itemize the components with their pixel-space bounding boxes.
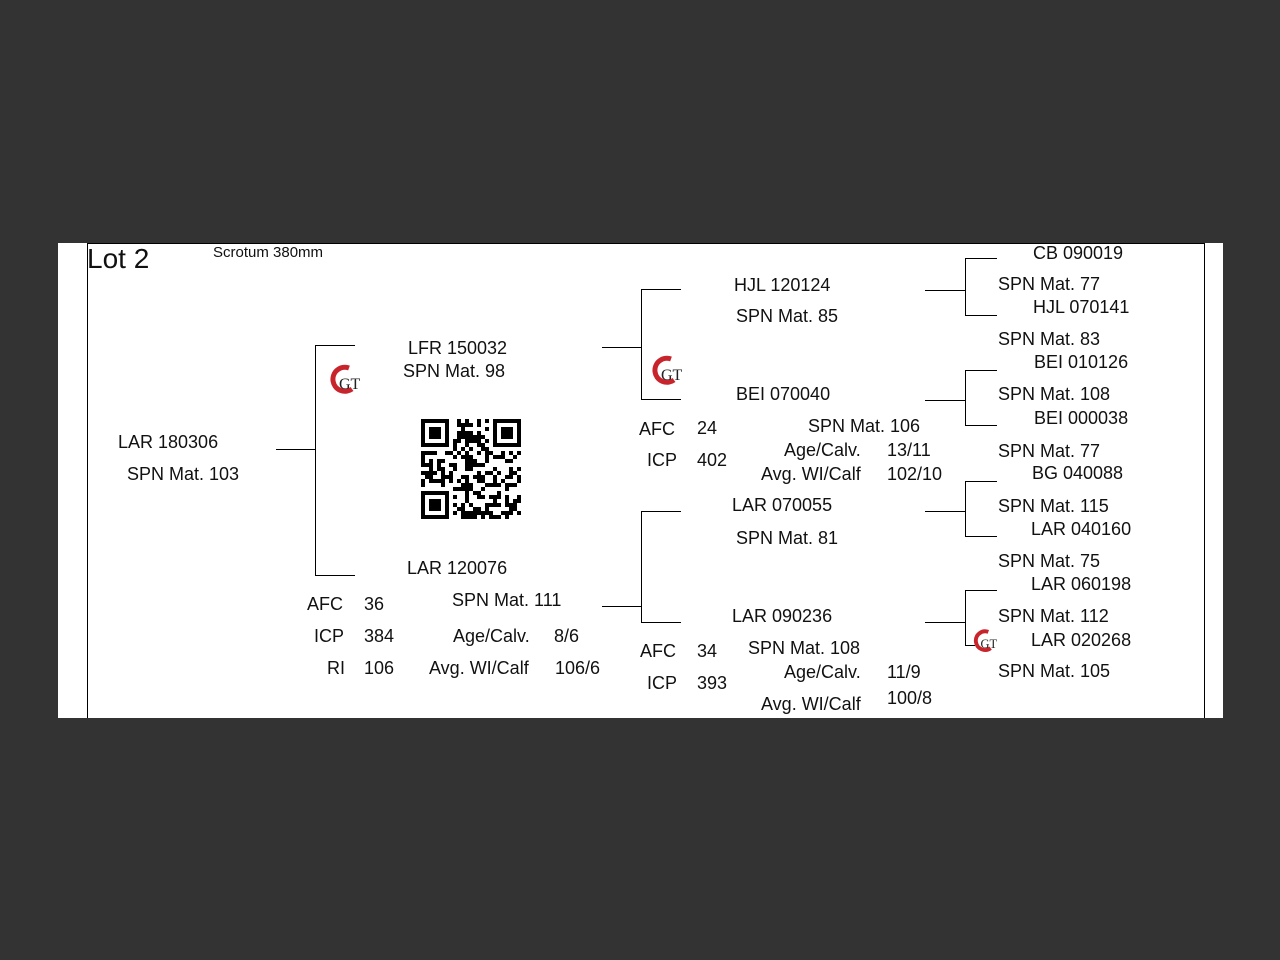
- ss-bracket: [965, 258, 966, 315]
- sire-bracket: [641, 289, 642, 399]
- dam-sire-connector: [641, 511, 681, 512]
- svg-text:GT: GT: [339, 376, 361, 393]
- dam-ri-label: RI: [327, 658, 345, 678]
- sire-dam-wi-label: Avg. WI/Calf: [761, 464, 861, 484]
- dd-out-connector: [925, 622, 966, 623]
- dd-top-connector: [965, 590, 997, 591]
- dam-ri: 106: [364, 658, 395, 678]
- subject-id: LAR 180306: [118, 432, 219, 452]
- dam-dam-age: 11/9: [887, 662, 921, 682]
- gt-brand-logo-icon: GT: [652, 355, 683, 385]
- dam-icp-label: ICP: [314, 626, 345, 646]
- dd-bottom-connector: [965, 645, 975, 646]
- dam-dam-id: LAR 090236: [732, 606, 833, 626]
- dam-afc: 36: [364, 594, 385, 614]
- sire-sire-connector: [641, 289, 681, 290]
- sire-dam-connector: [641, 399, 681, 400]
- sdd-id: BEI 000038: [1034, 408, 1129, 428]
- ss-out-connector: [925, 290, 966, 291]
- dam-bracket: [641, 511, 642, 622]
- scrotum-measurement: Scrotum 380mm: [213, 244, 324, 261]
- dsd-id: LAR 040160: [1031, 519, 1132, 539]
- sire-id: LFR 150032: [408, 338, 508, 358]
- dam-afc-label: AFC: [307, 594, 343, 614]
- sire-dam-afc-label: AFC: [639, 419, 675, 439]
- sire-mat: SPN Mat. 98: [403, 361, 506, 381]
- qr-code-icon: [421, 419, 521, 519]
- dam-dam-afc-label: AFC: [640, 641, 676, 661]
- right-border: [1204, 243, 1205, 718]
- ds-bottom-connector: [965, 536, 997, 537]
- dam-dam-icp-label: ICP: [647, 673, 678, 693]
- sire-dam-age-label: Age/Calv.: [784, 440, 861, 460]
- ssd-mat: SPN Mat. 83: [998, 329, 1101, 349]
- dam-dam-mat: SPN Mat. 108: [748, 638, 861, 658]
- sd-bottom-connector: [965, 425, 997, 426]
- dam-dam-wi-label: Avg. WI/Calf: [761, 694, 861, 714]
- subject-connector: [276, 449, 316, 450]
- dam-sire-mat: SPN Mat. 81: [736, 528, 839, 548]
- subject-mat: SPN Mat. 103: [127, 464, 240, 484]
- ss-top-connector: [965, 258, 997, 259]
- dam-wi-label: Avg. WI/Calf: [429, 658, 529, 678]
- dds-id: LAR 060198: [1031, 574, 1132, 594]
- dam-age-label: Age/Calv.: [453, 626, 530, 646]
- ss-bottom-connector: [965, 315, 997, 316]
- ds-bracket: [965, 481, 966, 536]
- dam-dam-age-label: Age/Calv.: [784, 662, 861, 682]
- sire-dam-age: 13/11: [887, 440, 931, 460]
- dam-mat: SPN Mat. 111: [452, 590, 562, 610]
- ddd-id: LAR 020268: [1031, 630, 1132, 650]
- sss-id: CB 090019: [1033, 243, 1124, 263]
- dam-icp: 384: [364, 626, 395, 646]
- dss-mat: SPN Mat. 115: [998, 496, 1109, 516]
- dam-age: 8/6: [554, 626, 580, 646]
- sss-mat: SPN Mat. 77: [998, 274, 1101, 294]
- parents-bracket: [315, 345, 316, 575]
- pedigree-sheet: Lot 2 Scrotum 380mm LAR 180306 SPN Mat. …: [58, 243, 1223, 718]
- dam-connector: [315, 575, 355, 576]
- dam-dam-wi: 100/8: [887, 688, 933, 708]
- sire-dam-id: BEI 070040: [736, 384, 831, 404]
- ddd-mat: SPN Mat. 105: [998, 661, 1111, 681]
- dd-bracket: [965, 590, 966, 645]
- svg-text:GT: GT: [661, 367, 683, 384]
- dam-id: LAR 120076: [407, 558, 508, 578]
- sdd-mat: SPN Mat. 77: [998, 441, 1101, 461]
- dam-dam-icp: 393: [697, 673, 728, 693]
- ds-top-connector: [965, 481, 997, 482]
- lot-label: Lot 2: [87, 243, 150, 274]
- dss-id: BG 040088: [1032, 463, 1124, 483]
- top-border: [87, 243, 1205, 244]
- sire-dam-icp: 402: [697, 450, 728, 470]
- dsd-mat: SPN Mat. 75: [998, 551, 1101, 571]
- ds-out-connector: [925, 511, 966, 512]
- dam-dam-afc: 34: [697, 641, 718, 661]
- dam-out-connector: [602, 606, 642, 607]
- sds-mat: SPN Mat. 108: [998, 384, 1111, 404]
- dam-sire-id: LAR 070055: [732, 495, 833, 515]
- sire-dam-icp-label: ICP: [647, 450, 678, 470]
- sire-out-connector: [602, 347, 642, 348]
- gt-brand-logo-icon: GT: [973, 629, 998, 652]
- sire-connector: [315, 345, 355, 346]
- gt-brand-logo-icon: GT: [330, 364, 361, 394]
- svg-text:GT: GT: [981, 637, 998, 651]
- dam-wi: 106/6: [555, 658, 601, 678]
- sire-sire-id: HJL 120124: [734, 275, 831, 295]
- sire-dam-mat: SPN Mat. 106: [808, 416, 921, 436]
- sd-top-connector: [965, 370, 997, 371]
- sds-id: BEI 010126: [1034, 352, 1129, 372]
- left-border: [87, 243, 88, 718]
- dds-mat: SPN Mat. 112: [998, 606, 1109, 626]
- sire-dam-afc: 24: [697, 418, 718, 438]
- sire-dam-wi: 102/10: [887, 464, 943, 484]
- sd-out-connector: [925, 400, 966, 401]
- sire-sire-mat: SPN Mat. 85: [736, 306, 839, 326]
- ssd-id: HJL 070141: [1033, 297, 1130, 317]
- sd-bracket: [965, 370, 966, 425]
- dam-dam-connector: [641, 622, 681, 623]
